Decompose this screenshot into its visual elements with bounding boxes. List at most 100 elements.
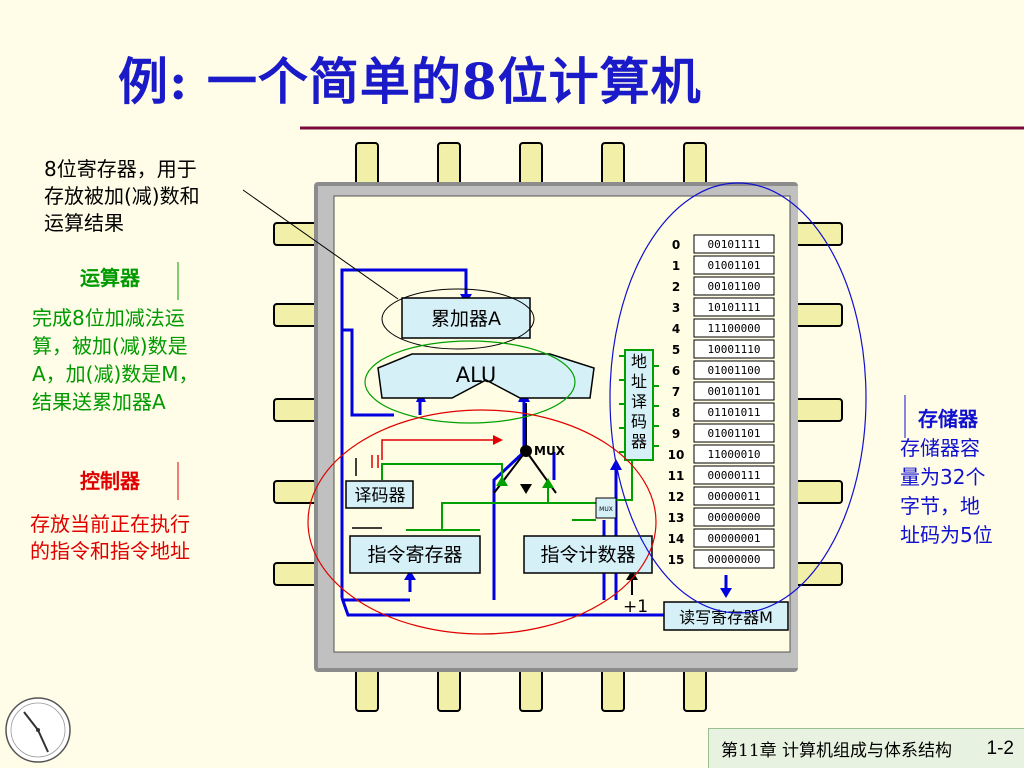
chip-pin [793, 222, 843, 246]
mux-small-label: MUX [599, 506, 613, 513]
memory-cell-value: 00101111 [708, 238, 761, 251]
memory-address: 8 [672, 406, 680, 420]
rw-register-label: 读写寄存器M [679, 608, 773, 627]
memory-cell-value: 00000111 [708, 469, 761, 482]
memory-cell-value: 01001101 [708, 259, 761, 272]
alu-note-line: 结果送累加器A [32, 390, 166, 414]
memory-cell [693, 549, 775, 569]
alu-ellipse [364, 340, 576, 424]
footer-page-number: 1-2 [986, 737, 1014, 759]
memory-cell-value: 00000000 [708, 511, 761, 524]
address-decoder-char: 译 [631, 392, 647, 411]
alu-label: ALU [456, 363, 496, 387]
controller-heading-text: 控制器 [80, 469, 140, 493]
memory-address: 2 [672, 280, 680, 294]
memory-cell [693, 486, 775, 506]
memory-cell [693, 234, 775, 254]
memory-cell [693, 255, 775, 275]
address-decoder-char: 器 [631, 432, 647, 451]
memory-address: 5 [672, 343, 680, 357]
memory-address: 11 [668, 469, 685, 483]
memory-address: 0 [672, 238, 680, 252]
program-counter-box [523, 535, 653, 574]
memory-note: 存储器容 量为32个 字节，地 址码为5位 [900, 434, 993, 550]
alu-note-line: 算，被加(减)数是 [32, 334, 188, 358]
memory-cell-value: 10101111 [708, 301, 761, 314]
memory-cell-value: 01001101 [708, 427, 761, 440]
chip-pin [355, 666, 379, 712]
memory-address: 10 [668, 448, 685, 462]
chip-pin [683, 666, 707, 712]
memory-note-line: 量为32个 [900, 465, 986, 489]
memory-cell-value: 00000011 [708, 490, 761, 503]
memory-cell [693, 339, 775, 359]
alu-shape [377, 353, 595, 399]
footer-bar: 第11章 计算机组成与体系结构 1-2 [708, 728, 1024, 768]
clock-icon [5, 697, 71, 763]
memory-cell-value: 00101100 [708, 280, 761, 293]
register-note: 8位寄存器，用于 存放被加(减)数和 运算结果 [44, 156, 200, 237]
memory-cell [693, 402, 775, 422]
chip-pin [601, 142, 625, 188]
memory-cell-value: 11000010 [708, 448, 761, 461]
controller-note-line: 的指令和指令地址 [30, 539, 190, 563]
memory-address: 1 [672, 259, 680, 273]
memory-cell-value: 00101101 [708, 385, 761, 398]
green-signals [381, 455, 633, 531]
slide-title: 例: 一个简单的8位计算机 [118, 52, 702, 111]
accumulator-ellipse [381, 288, 535, 350]
chip-pin [683, 142, 707, 188]
memory-cell-value: 00000001 [708, 532, 761, 545]
chip-pin [355, 142, 379, 188]
memory-cell [693, 507, 775, 527]
decoder-label: 译码器 [355, 486, 406, 506]
accumulator-label: 累加器A [431, 308, 501, 330]
register-note-line: 运算结果 [44, 211, 124, 235]
memory-address: 7 [672, 385, 680, 399]
alu-heading: 运算器 [80, 265, 140, 292]
memory-heading: 存储器 [918, 406, 978, 433]
alu-note-line: 完成8位加减法运 [32, 306, 185, 330]
chip-pin [793, 303, 843, 327]
memory-ellipse [609, 182, 867, 614]
blue-bus [340, 268, 668, 617]
register-leader [242, 189, 399, 300]
chip-pin [437, 666, 461, 712]
memory-address: 6 [672, 364, 680, 378]
green-arrowheads [496, 476, 554, 488]
controller-ellipse [307, 409, 657, 635]
memory-cell [693, 423, 775, 443]
alu-heading-text: 运算器 [80, 266, 140, 290]
memory-cell [693, 318, 775, 338]
memory-address: 15 [668, 553, 685, 567]
instruction-register-box [349, 535, 481, 574]
memory-cell [693, 465, 775, 485]
chip-pin [519, 666, 543, 712]
chip-pin [793, 398, 843, 422]
controller-note-line: 存放当前正在执行 [30, 512, 190, 536]
red-arrowhead [493, 435, 503, 445]
mux-node [520, 445, 532, 457]
chip-pin [601, 666, 625, 712]
memory-note-line: 存储器容 [900, 436, 980, 460]
memory-cell [693, 360, 775, 380]
program-counter-label: 指令计数器 [540, 544, 635, 566]
memory-address: 12 [668, 490, 685, 504]
chip-pin [793, 480, 843, 504]
memory-cell [693, 444, 775, 464]
address-decoder-char: 地 [631, 352, 647, 371]
memory-cell-value: 01001100 [708, 364, 761, 377]
memory-cell-value: 00000000 [708, 553, 761, 566]
register-note-line: 存放被加(减)数和 [44, 184, 200, 208]
memory-cell [693, 297, 775, 317]
memory-cell-value: 01101011 [708, 406, 761, 419]
alu-note: 完成8位加减法运 算，被加(减)数是 A，加(减)数是M， 结果送累加器A [32, 304, 199, 416]
memory-cell-value: 11100000 [708, 322, 761, 335]
memory-cell-value: 10001110 [708, 343, 761, 356]
memory-cell [693, 381, 775, 401]
memory-note-line: 字节，地 [900, 494, 980, 518]
memory-array: 0010111100100110110010110021010111131110… [668, 234, 775, 569]
controller-note: 存放当前正在执行 的指令和指令地址 [30, 511, 190, 565]
controller-heading: 控制器 [80, 468, 140, 495]
